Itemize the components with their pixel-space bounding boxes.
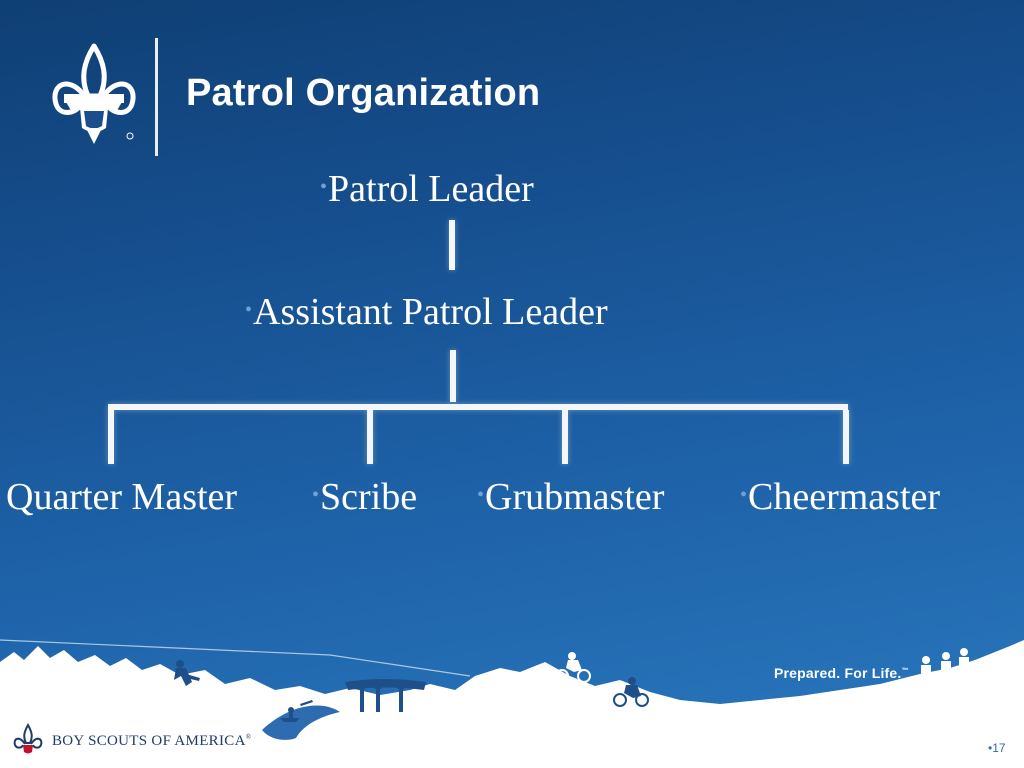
tagline-text: Prepared. For Life. (774, 665, 902, 681)
node-label: Grubmaster (485, 476, 665, 518)
bsa-footer-logo-icon (13, 723, 43, 754)
title-divider (155, 38, 158, 156)
connector-drop (562, 410, 568, 464)
tagline: Prepared. For Life.™ (774, 665, 909, 681)
slide-title: Patrol Organization (186, 72, 541, 114)
connector-drop (843, 410, 849, 464)
node-label: Patrol Leader (328, 168, 534, 210)
node-label: Quarter Master (6, 476, 238, 518)
bullet: • (740, 484, 748, 506)
node-scribe: •Scribe (312, 478, 417, 516)
connector-horizontal (108, 404, 848, 410)
node-assistant-patrol-leader: •Assistant Patrol Leader (245, 293, 608, 331)
node-quarter-master: Quarter Master (6, 478, 237, 516)
footer-org-name: BOY SCOUTS OF AMERICA® (52, 733, 251, 750)
node-patrol-leader: •Patrol Leader (320, 170, 534, 208)
connector-vertical (449, 220, 455, 270)
node-label: Assistant Patrol Leader (253, 291, 608, 333)
bullet: • (312, 484, 320, 506)
org-name-text: BOY SCOUTS OF AMERICA (52, 733, 246, 749)
registered-mark: ® (245, 733, 252, 741)
fleur-de-lis-eagle-icon (52, 43, 136, 144)
node-grubmaster: •Grubmaster (477, 478, 664, 516)
connector-drop (108, 410, 114, 464)
page-number: •17 (988, 741, 1006, 755)
node-label: Cheermaster (748, 476, 941, 518)
bullet: • (245, 299, 253, 321)
bullet: • (477, 484, 485, 506)
node-cheermaster: •Cheermaster (740, 478, 940, 516)
outdoor-scene-illustration (0, 639, 1024, 768)
bullet: • (320, 176, 328, 198)
connector-vertical (450, 350, 456, 402)
node-label: Scribe (320, 476, 418, 518)
trademark-mark: ™ (901, 667, 909, 675)
connector-drop (367, 410, 373, 464)
